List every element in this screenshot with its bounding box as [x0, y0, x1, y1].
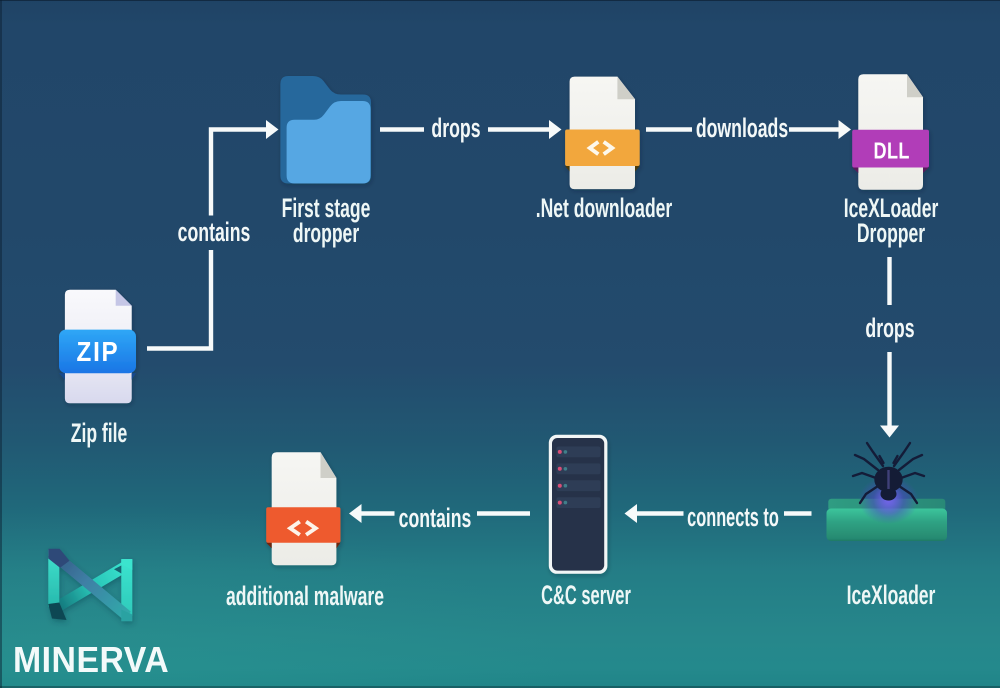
svg-text:DLL: DLL	[874, 138, 910, 164]
svg-text:ZIP: ZIP	[77, 338, 120, 368]
